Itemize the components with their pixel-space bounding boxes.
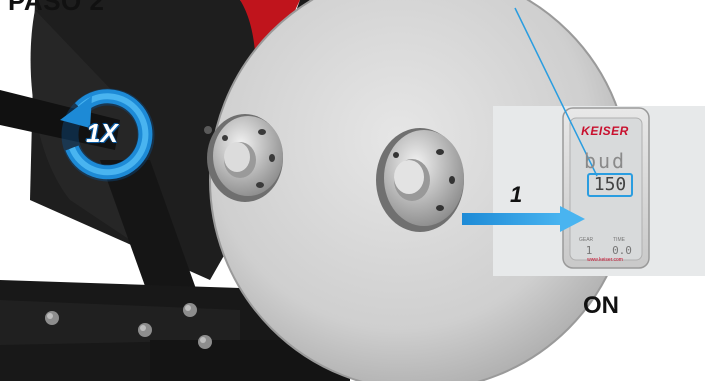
keiser-console: KEISER bud 150 GEAR TIME 1 0.0 www.keise… <box>565 109 645 269</box>
power-state-label: ON <box>556 292 646 320</box>
console-value-display: 150 <box>587 173 633 197</box>
step-number: 1 <box>510 182 522 208</box>
console-brand: KEISER <box>565 124 645 138</box>
console-url: www.keiser.com <box>565 257 645 263</box>
rotation-count-label: 1X <box>86 118 118 149</box>
console-gear-caption: GEAR <box>579 237 593 243</box>
page-heading: PASO 2 <box>8 0 104 17</box>
console-gear-value: 1 <box>579 244 599 257</box>
console-unit-display: bud <box>565 149 645 173</box>
console-time-caption: TIME <box>613 237 625 243</box>
console-time-value: 0.0 <box>609 244 635 257</box>
resistance-hub <box>376 128 464 232</box>
